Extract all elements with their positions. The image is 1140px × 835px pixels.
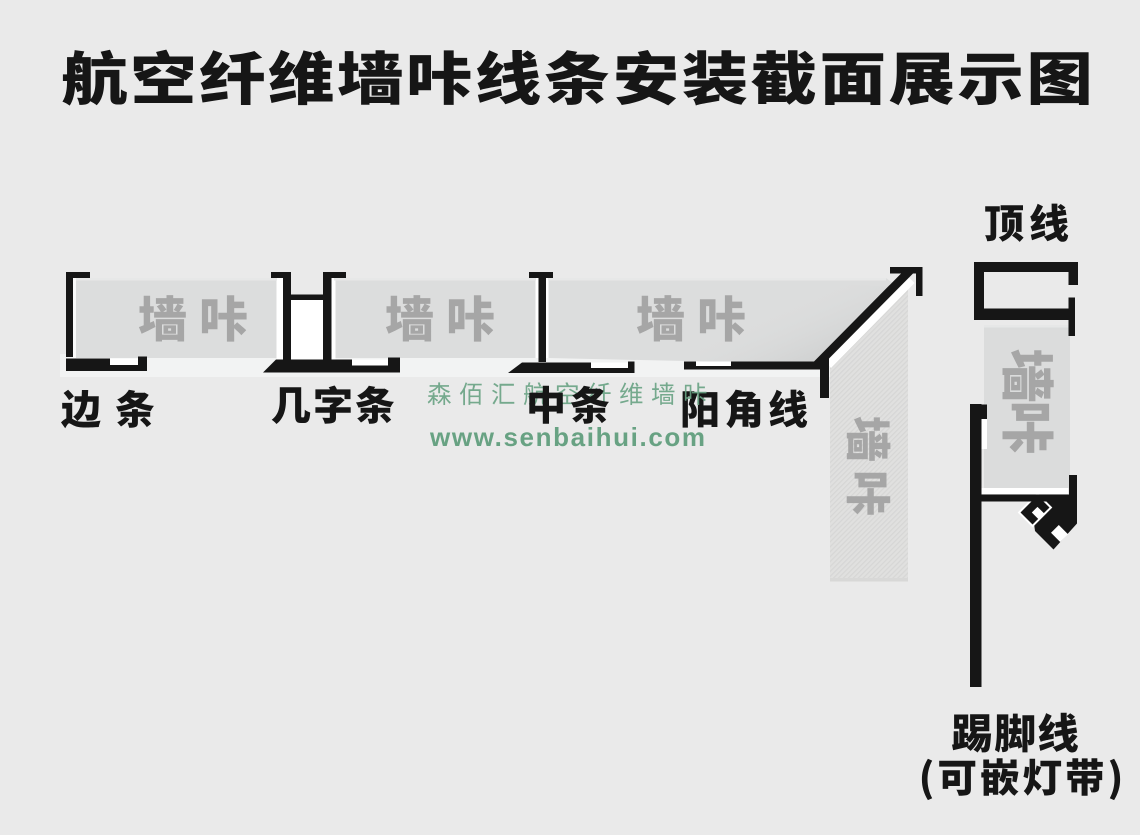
svg-text:www.senbaihui.com: www.senbaihui.com bbox=[429, 422, 707, 452]
